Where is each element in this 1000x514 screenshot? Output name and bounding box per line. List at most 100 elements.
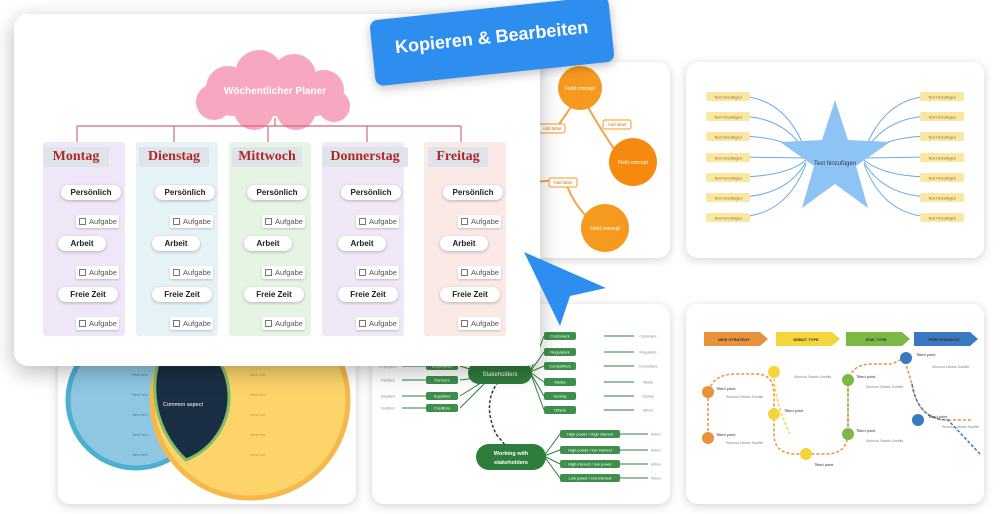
group-persoenlich-mittwoch[interactable]: Persönlich xyxy=(247,185,307,200)
concept-node-1 xyxy=(558,66,602,110)
checkbox-icon[interactable] xyxy=(79,320,86,327)
star-item-l3: Text hinzufügen xyxy=(714,135,742,140)
concept-label-2: Add label xyxy=(608,122,627,127)
checkbox-icon[interactable] xyxy=(461,320,468,327)
star-item-r1: Text hinzufügen xyxy=(928,95,956,100)
task-label: Aufgabe xyxy=(471,268,499,277)
template-card-weekly-planner[interactable]: Wöchentlicher Planer Montag Dienstag Mit… xyxy=(14,14,540,366)
milestone-7: Titled point xyxy=(916,352,936,357)
star-center-label: Text hinzufügen xyxy=(814,161,856,167)
task-label: Aufgabe xyxy=(471,319,499,328)
group-arbeit-dienstag[interactable]: Arbeit xyxy=(152,236,200,251)
task-montag-3[interactable]: Aufgabe xyxy=(76,317,119,330)
template-card-venn[interactable]: Common aspect Item text Item text Item t… xyxy=(58,340,356,504)
checkbox-icon[interactable] xyxy=(79,218,86,225)
pointer-cursor-icon xyxy=(524,252,606,326)
task-mittwoch-2[interactable]: Aufgabe xyxy=(262,266,305,279)
group-freizeit-montag[interactable]: Freie Zeit xyxy=(58,287,118,302)
task-dienstag-2[interactable]: Aufgabe xyxy=(170,266,213,279)
task-mittwoch-3[interactable]: Aufgabe xyxy=(262,317,305,330)
detail-4: Workout Details Subtitle xyxy=(866,385,903,389)
checkbox-icon[interactable] xyxy=(173,269,180,276)
phase-label-2: DEBUT TYPE xyxy=(793,337,819,342)
checkbox-icon[interactable] xyxy=(359,269,366,276)
checkbox-icon[interactable] xyxy=(265,320,272,327)
star-item-l7: Text hinzufügen xyxy=(714,216,742,221)
star-item-l5: Text hinzufügen xyxy=(714,176,742,181)
detail-7: Workout Details Subtitle xyxy=(942,425,979,429)
checkbox-icon[interactable] xyxy=(173,218,180,225)
checkbox-icon[interactable] xyxy=(461,218,468,225)
task-montag-1[interactable]: Aufgabe xyxy=(76,215,119,228)
stake-left-small-3: Suppliers xyxy=(381,395,396,399)
star-item-r3: Text hinzufügen xyxy=(928,135,956,140)
template-card-concept-map[interactable]: Field concept Field concept Field concep… xyxy=(535,62,670,258)
milestone-5: Titled point xyxy=(856,374,876,379)
group-persoenlich-donnerstag[interactable]: Persönlich xyxy=(341,185,401,200)
stakeholder-center-node xyxy=(468,362,532,384)
checkbox-icon[interactable] xyxy=(79,269,86,276)
star-item-r5: Text hinzufügen xyxy=(928,176,956,181)
group-persoenlich-dienstag[interactable]: Persönlich xyxy=(155,185,215,200)
checkbox-icon[interactable] xyxy=(359,218,366,225)
detail-5: Workout Details Subtitle xyxy=(866,439,903,443)
day-header-dienstag[interactable]: Dienstag xyxy=(139,147,209,167)
star-item-r6: Text hinzufügen xyxy=(928,196,956,201)
task-mittwoch-1[interactable]: Aufgabe xyxy=(262,215,305,228)
star-map-canvas: Text hinzufügen Text hinzufügen Text hin… xyxy=(706,92,964,222)
day-header-donnerstag[interactable]: Donnerstag xyxy=(322,147,408,167)
group-arbeit-donnerstag[interactable]: Arbeit xyxy=(338,236,386,251)
detail-2: Workout Details Subtitle xyxy=(726,441,763,445)
stake-left-small-1: Employees xyxy=(379,365,397,369)
checkbox-icon[interactable] xyxy=(265,269,272,276)
concept-label-1: Add label xyxy=(543,126,562,131)
group-freizeit-dienstag[interactable]: Freie Zeit xyxy=(152,287,212,302)
star-item-l2: Text hinzufügen xyxy=(714,115,742,120)
venn-left-item-4: Item text xyxy=(132,432,148,437)
group-freizeit-freitag[interactable]: Freie Zeit xyxy=(440,287,500,302)
milestone-4: Titled point xyxy=(814,462,834,467)
checkbox-icon[interactable] xyxy=(359,320,366,327)
template-card-roadmap[interactable]: NEW STRATEGY DEBUT TYPE RISK TYPE PERFOR… xyxy=(686,304,984,504)
stake-power-small-1: Action xyxy=(651,433,661,437)
group-freizeit-mittwoch[interactable]: Freie Zeit xyxy=(244,287,304,302)
checkbox-icon[interactable] xyxy=(461,269,468,276)
star-shape xyxy=(780,100,890,208)
group-freizeit-donnerstag[interactable]: Freie Zeit xyxy=(338,287,398,302)
task-label: Aufgabe xyxy=(275,319,303,328)
detail-3: Workout Details Subtitle xyxy=(794,375,831,379)
task-donnerstag-2[interactable]: Aufgabe xyxy=(356,266,399,279)
day-header-montag[interactable]: Montag xyxy=(43,147,109,167)
task-freitag-3[interactable]: Aufgabe xyxy=(458,317,501,330)
checkbox-icon[interactable] xyxy=(265,218,272,225)
stake-right-4: Media xyxy=(555,380,567,385)
venn-left-item-2: Item text xyxy=(132,392,148,397)
group-persoenlich-freitag[interactable]: Persönlich xyxy=(443,185,503,200)
task-dienstag-3[interactable]: Aufgabe xyxy=(170,317,213,330)
task-dienstag-1[interactable]: Aufgabe xyxy=(170,215,213,228)
group-arbeit-mittwoch[interactable]: Arbeit xyxy=(244,236,292,251)
task-freitag-1[interactable]: Aufgabe xyxy=(458,215,501,228)
stake-right-small-5: Society xyxy=(642,395,654,399)
phase-arrow-4 xyxy=(914,332,978,346)
task-donnerstag-1[interactable]: Aufgabe xyxy=(356,215,399,228)
star-item-r7: Text hinzufügen xyxy=(928,216,956,221)
venn-left-item-5: Item text xyxy=(132,452,148,457)
checkbox-icon[interactable] xyxy=(173,320,180,327)
task-label: Aufgabe xyxy=(183,268,211,277)
stake-power-1: High power / High interest xyxy=(567,432,614,437)
group-persoenlich-montag[interactable]: Persönlich xyxy=(61,185,121,200)
day-header-mittwoch[interactable]: Mittwoch xyxy=(232,147,302,167)
task-freitag-2[interactable]: Aufgabe xyxy=(458,266,501,279)
task-donnerstag-3[interactable]: Aufgabe xyxy=(356,317,399,330)
milestone-8: Titled point xyxy=(928,414,948,419)
venn-center-label: Common aspect xyxy=(163,402,204,408)
task-label: Aufgabe xyxy=(89,268,117,277)
stake-left-small-2: Partners xyxy=(381,379,394,383)
group-arbeit-montag[interactable]: Arbeit xyxy=(58,236,106,251)
template-card-star-map[interactable]: Text hinzufügen Text hinzufügen Text hin… xyxy=(686,62,984,258)
task-montag-2[interactable]: Aufgabe xyxy=(76,266,119,279)
group-arbeit-freitag[interactable]: Arbeit xyxy=(440,236,488,251)
star-item-r4: Text hinzufügen xyxy=(928,156,956,161)
day-header-freitag[interactable]: Freitag xyxy=(428,147,488,167)
